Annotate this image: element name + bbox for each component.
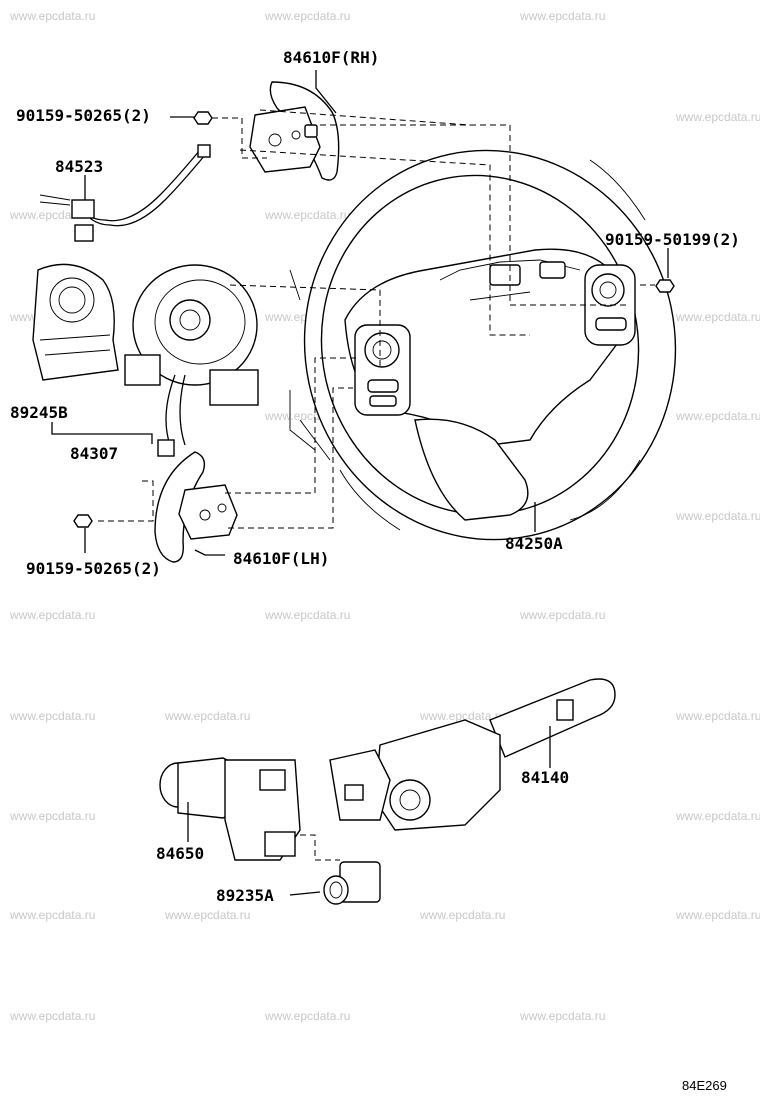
watermark: www.epcdata.ru (675, 409, 760, 423)
watermark: www.epcdata.ru (264, 9, 350, 23)
watermark: www.epcdata.ru (264, 1009, 350, 1023)
watermark: www.epcdata.ru (675, 709, 760, 723)
steering-wheel-drawing (289, 149, 677, 541)
watermark: www.epcdata.ru (519, 9, 605, 23)
watermark: www.epcdata.ru (675, 809, 760, 823)
watermark: www.epcdata.ru (9, 608, 95, 622)
spiral-cable-84307-drawing (124, 264, 259, 457)
watermark: www.epcdata.ru (164, 908, 250, 922)
watermark: www.epcdata.ru (9, 709, 95, 723)
label-90159-50199: 90159-50199(2) (605, 230, 740, 249)
label-84610f-lh: 84610F(LH) (233, 549, 329, 568)
paddle-rh-drawing (249, 81, 340, 181)
watermark: www.epcdata.ru (164, 709, 250, 723)
label-84523: 84523 (55, 157, 103, 176)
label-89245b: 89245B (10, 403, 68, 422)
figure-code: 84E269 (682, 1078, 727, 1093)
paddle-lh-drawing (154, 451, 238, 563)
assembly-dashed-lines (98, 109, 655, 861)
label-84307: 84307 (70, 444, 118, 463)
watermark: www.epcdata.ru (419, 908, 505, 922)
label-84650: 84650 (156, 844, 204, 863)
sensor-89235a-drawing (323, 861, 381, 905)
label-84140: 84140 (521, 768, 569, 787)
switch-84140-drawing (329, 678, 616, 831)
leader-lines (51, 70, 669, 896)
cover-89245b-drawing (32, 263, 119, 381)
watermark: www.epcdata.ru (9, 9, 95, 23)
watermark: www.epcdata.ru (264, 208, 350, 222)
watermark-layer: www.epcdata.ru www.epcdata.ru www.epcdat… (9, 9, 760, 1023)
label-89235a: 89235A (216, 886, 274, 905)
watermark: www.epcdata.ru (264, 608, 350, 622)
label-90159-50265-top: 90159-50265(2) (16, 106, 151, 125)
watermark: www.epcdata.ru (9, 809, 95, 823)
watermark: www.epcdata.ru (675, 509, 760, 523)
watermark: www.epcdata.ru (9, 908, 95, 922)
watermark: www.epcdata.ru (9, 1009, 95, 1023)
watermark: www.epcdata.ru (675, 908, 760, 922)
switch-84650-drawing (159, 757, 301, 861)
watermark: www.epcdata.ru (675, 110, 760, 124)
watermark: www.epcdata.ru (519, 1009, 605, 1023)
bolt-drawings (73, 111, 675, 528)
wire-84523-drawing (39, 144, 211, 242)
watermark: www.epcdata.ru (675, 310, 760, 324)
watermark: www.epcdata.ru (419, 709, 505, 723)
watermark: www.epcdata.ru (519, 608, 605, 622)
label-84610f-rh: 84610F(RH) (283, 48, 379, 67)
label-84250a: 84250A (505, 534, 563, 553)
label-90159-50265-bottom: 90159-50265(2) (26, 559, 161, 578)
